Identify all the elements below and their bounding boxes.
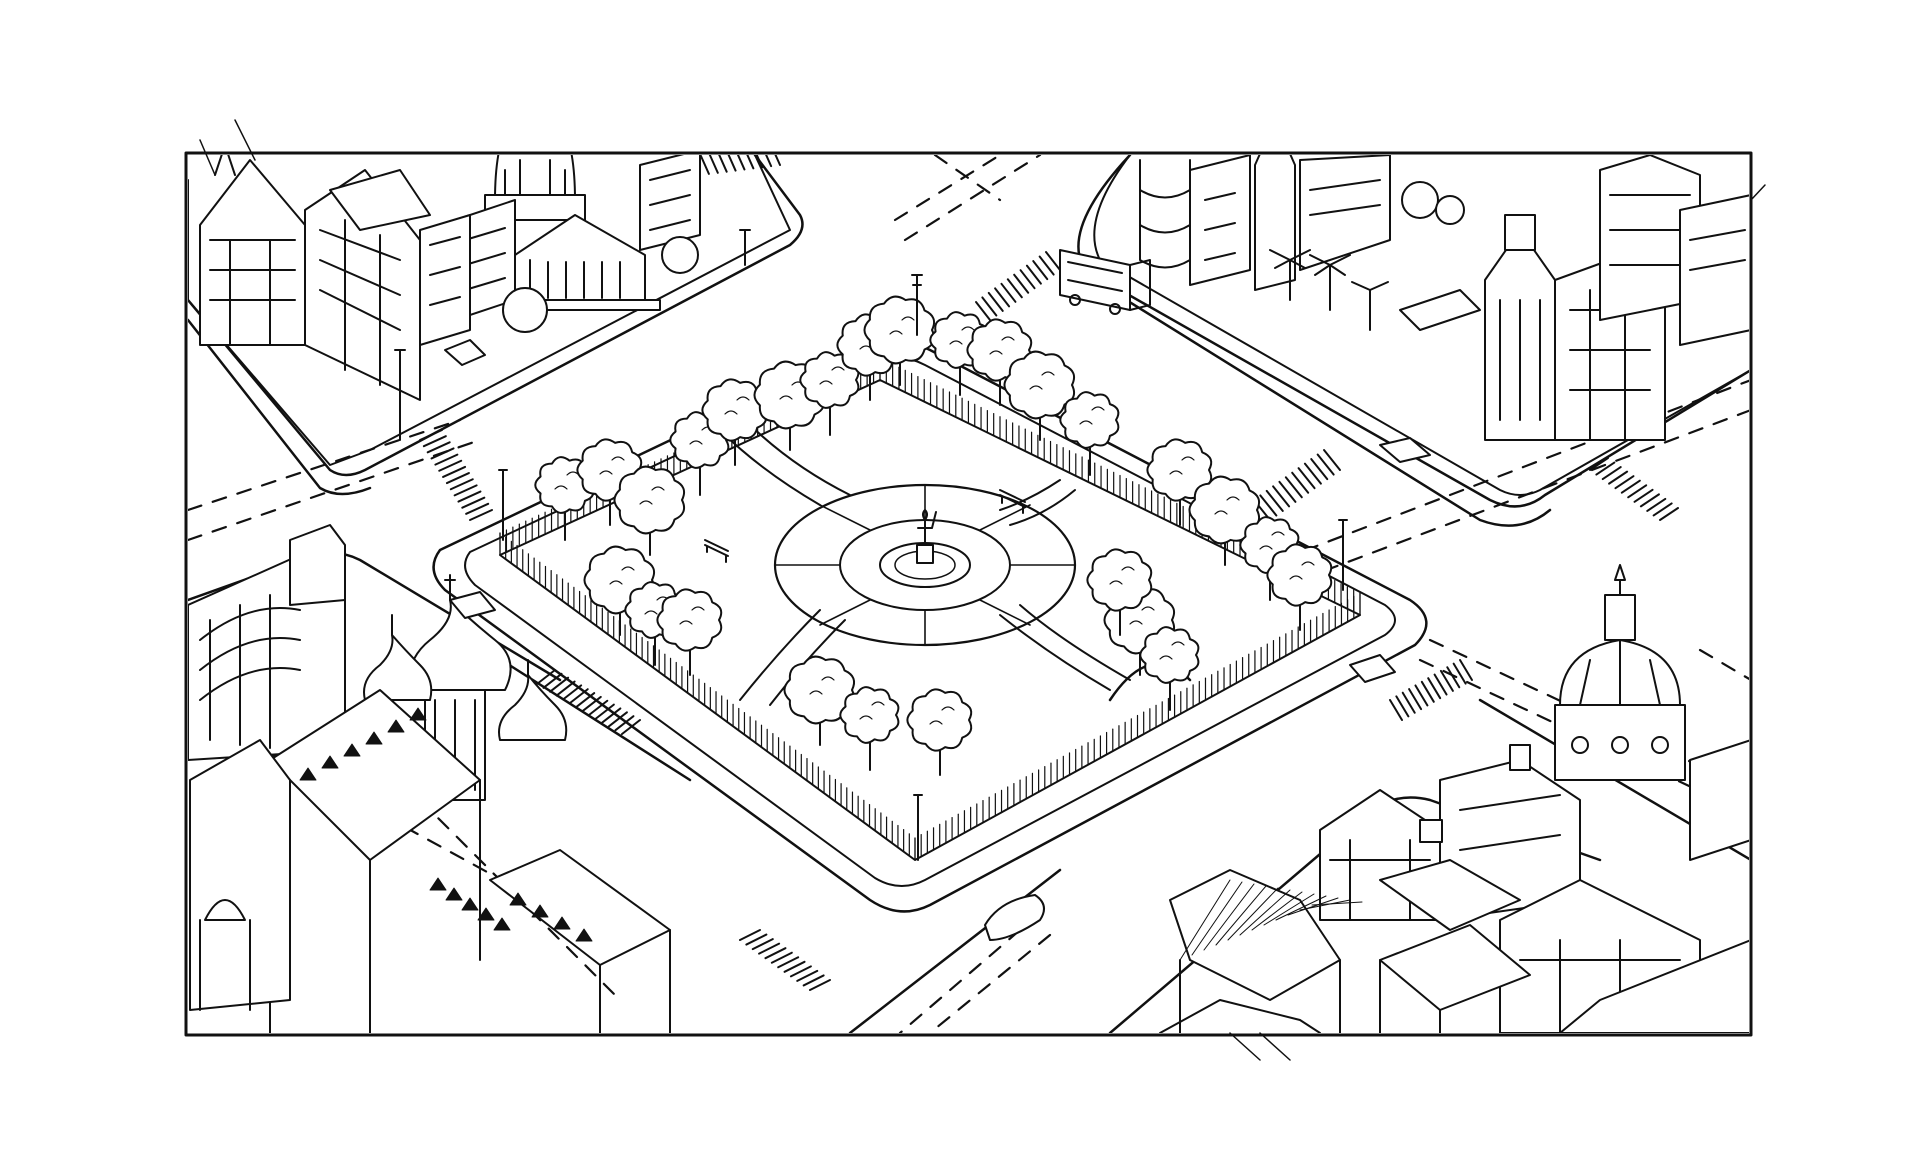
statue — [916, 509, 937, 564]
crosswalk-north — [975, 251, 1061, 321]
park-bench — [999, 489, 1026, 514]
gothic-church — [1484, 214, 1666, 441]
tree — [1266, 543, 1333, 631]
top-right-block — [1059, 155, 1749, 496]
tree — [1139, 626, 1200, 711]
bottom-left-block — [188, 524, 671, 1033]
car — [1379, 437, 1431, 463]
crosswalk-southeast — [1389, 659, 1473, 721]
street-lamp — [394, 349, 406, 441]
street-lamp — [739, 229, 751, 266]
tree — [613, 465, 686, 556]
bottom-right-block — [984, 564, 1749, 1033]
car — [449, 591, 496, 619]
street-tree — [661, 236, 699, 274]
crosswalk-east — [1589, 457, 1679, 521]
parked-car — [444, 339, 486, 366]
street-tree — [502, 287, 548, 333]
tree — [1086, 548, 1153, 636]
plaza-spokes — [774, 484, 1076, 646]
tiled-roof-corner — [1559, 939, 1749, 1033]
top-left-block — [188, 155, 791, 466]
car — [1349, 654, 1396, 683]
crosswalk-northeast — [1253, 449, 1341, 521]
pavilion-roofs — [189, 689, 671, 1033]
lamp-posts — [498, 274, 1348, 861]
crosswalk-northwest — [419, 429, 493, 521]
palm-garden — [1269, 249, 1481, 331]
park-bench — [704, 539, 729, 563]
capitol-dome — [484, 155, 586, 221]
park-outer-sidewalk — [432, 339, 1428, 913]
park-inner-sidewalk — [464, 356, 1396, 887]
tree — [1003, 350, 1076, 441]
double-decker-bus — [1059, 249, 1151, 315]
park-trees — [534, 295, 1333, 776]
castle-buildings — [1189, 155, 1391, 291]
crosswalk-south — [739, 929, 831, 991]
market-hall — [188, 524, 346, 761]
tree — [783, 655, 856, 746]
tree — [839, 686, 900, 771]
tree — [656, 588, 723, 676]
crosswalks — [419, 155, 1679, 991]
car — [984, 894, 1045, 941]
panel-frame — [184, 151, 1753, 1037]
round-tower — [1139, 159, 1191, 269]
tudor-houses — [199, 155, 701, 401]
tree — [701, 378, 768, 466]
domed-building — [1554, 564, 1686, 781]
park-square — [432, 274, 1428, 913]
tree — [1059, 391, 1120, 476]
triangle-windows — [299, 707, 593, 942]
tiled-roof-building — [1159, 869, 1341, 1033]
sketch-overhang-lines — [199, 119, 1766, 1061]
tree — [906, 688, 973, 776]
row-houses — [1599, 155, 1749, 346]
